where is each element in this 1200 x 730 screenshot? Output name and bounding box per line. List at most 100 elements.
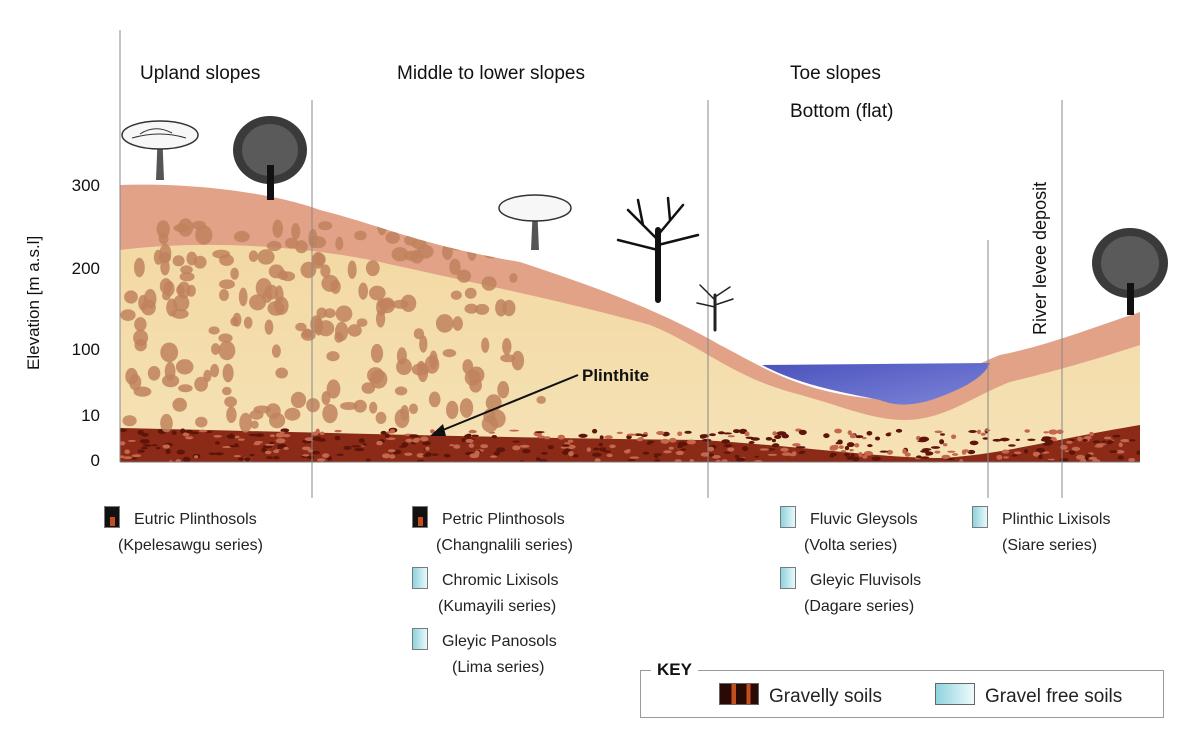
gravel-speck xyxy=(734,454,740,458)
gravel-speck xyxy=(1118,442,1123,448)
gravel-speck xyxy=(833,444,839,448)
gravel-speck xyxy=(1001,449,1010,454)
gravel-speck xyxy=(215,441,220,445)
gravel-speck xyxy=(512,440,520,443)
gravel-speck xyxy=(131,454,142,458)
gravel-speck xyxy=(319,431,325,436)
gravel-speck xyxy=(1080,458,1087,463)
gravel-speck xyxy=(237,457,245,461)
gravel-speck xyxy=(254,433,265,438)
gravel-speck xyxy=(380,430,387,435)
gravel-speck xyxy=(1032,451,1041,457)
gravel-speck xyxy=(715,459,721,463)
gravel-speck xyxy=(275,432,284,438)
gravel-speck xyxy=(668,446,674,450)
concretion-mark xyxy=(435,314,454,333)
gravel-speck xyxy=(629,456,640,459)
concretion-mark xyxy=(147,366,161,381)
y-tick-label: 10 xyxy=(81,406,100,425)
legend-group-upland: Eutric Plinthosols (Kpelesawgu series) xyxy=(104,506,263,559)
gravel-speck xyxy=(886,449,894,455)
concretion-mark xyxy=(467,242,477,261)
gravel-speck xyxy=(386,437,396,441)
concretion-mark xyxy=(243,316,253,329)
gravel-speck xyxy=(1085,454,1092,458)
zone-upland-label: Upland slopes xyxy=(140,63,261,84)
bare-tree-icon xyxy=(1092,228,1168,315)
legend-entry: Fluvic Gleysols xyxy=(780,506,921,533)
gravel-speck xyxy=(854,435,864,439)
gravel-speck xyxy=(302,454,310,457)
legend-group-middle: Petric Plinthosols (Changnalili series) … xyxy=(412,506,573,681)
gravel-speck xyxy=(165,448,171,454)
gravel-speck xyxy=(834,428,842,434)
concretion-mark xyxy=(495,299,507,317)
gravel-speck xyxy=(221,446,232,448)
gravel-speck xyxy=(754,455,759,458)
gravel-speck xyxy=(1088,456,1098,460)
concretion-mark xyxy=(133,329,149,346)
gravel-speck xyxy=(599,435,604,440)
concretion-mark xyxy=(316,307,328,319)
concretion-mark xyxy=(172,397,187,412)
y-tick-label: 0 xyxy=(90,451,100,470)
gravel-speck xyxy=(318,438,326,442)
gravel-speck xyxy=(733,429,741,434)
gravel-speck xyxy=(281,434,291,438)
gravel-speck xyxy=(711,455,721,459)
y-tick-label: 200 xyxy=(71,259,100,278)
gravel-speck xyxy=(838,445,844,449)
gravel-speck xyxy=(567,439,574,443)
gravel-speck xyxy=(867,444,873,448)
gravel-speck xyxy=(272,456,280,460)
gravel-speck xyxy=(1077,436,1082,442)
soil-series: (Dagare series) xyxy=(804,598,915,615)
gravel-speck xyxy=(781,433,789,439)
concretion-mark xyxy=(500,354,516,363)
concretion-mark xyxy=(178,384,193,393)
plinthite-arrow xyxy=(437,374,579,433)
soil-series: (Lima series) xyxy=(452,659,545,676)
gravel-speck xyxy=(124,449,130,455)
concretion-mark xyxy=(396,358,412,376)
gravel-speck xyxy=(557,434,565,440)
concretion-mark xyxy=(266,240,282,252)
gravel-speck xyxy=(626,433,637,436)
gravel-speck xyxy=(453,444,461,449)
gravel-speck xyxy=(947,450,956,453)
concretion-mark xyxy=(275,367,289,379)
concretion-mark xyxy=(449,258,461,275)
gravel-speck xyxy=(636,437,644,442)
gravel-speck xyxy=(759,448,770,451)
concretion-mark xyxy=(511,350,525,371)
gravel-speck xyxy=(895,428,903,433)
zone-middle-label: Middle to lower slopes xyxy=(397,63,585,84)
gravel-speck xyxy=(939,439,945,445)
gravel-speck xyxy=(568,451,574,457)
gravel-speck xyxy=(404,452,413,456)
gravel-speck xyxy=(262,445,273,449)
gravel-speck xyxy=(301,446,311,451)
concretion-mark xyxy=(369,401,378,414)
key-gravel-free-label: Gravel free soils xyxy=(985,686,1123,707)
gravel-speck xyxy=(142,444,152,447)
concretion-mark xyxy=(172,255,185,267)
gravel-speck xyxy=(264,443,275,446)
gravel-speck xyxy=(334,435,341,441)
gravel-speck xyxy=(269,441,275,445)
gravel-speck xyxy=(464,434,471,439)
gravel-speck xyxy=(234,443,239,446)
concretion-mark xyxy=(290,391,307,409)
concretion-mark xyxy=(340,402,358,410)
gravel-speck xyxy=(847,430,852,436)
gravel-speck xyxy=(858,452,863,457)
gravel-speck xyxy=(141,446,148,450)
concretion-mark xyxy=(177,281,191,299)
concretion-mark xyxy=(219,279,235,290)
gravel-speck xyxy=(137,449,145,453)
soil-series: (Changnalili series) xyxy=(436,537,573,554)
legend-entry: Gleyic Fluvisols xyxy=(780,567,921,594)
concretion-mark xyxy=(295,322,307,332)
soil-name: Chromic Lixisols xyxy=(442,572,559,589)
gravel-speck xyxy=(578,433,588,438)
